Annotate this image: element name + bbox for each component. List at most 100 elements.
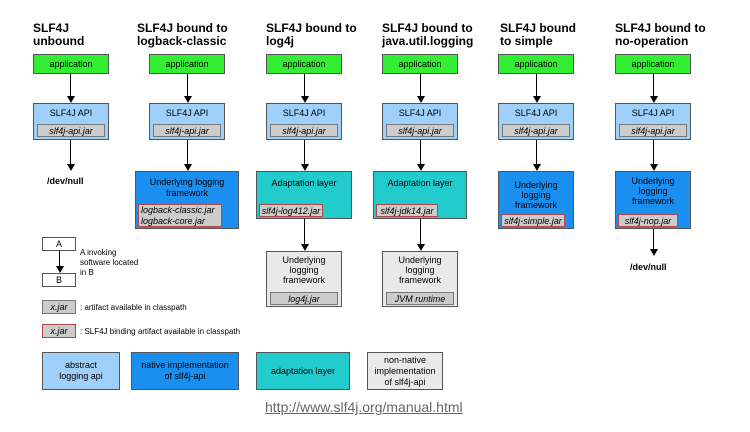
- legend-adaptation-box: adaptation layer: [256, 352, 350, 390]
- underlying-framework-box: Underlying logging framework log4j.jar: [266, 251, 342, 307]
- title-line-2: log4j: [266, 34, 295, 48]
- arrow-line: [187, 74, 188, 96]
- api-jar: slf4j-api.jar: [153, 124, 221, 137]
- framework-label-1: Underlying: [282, 255, 326, 265]
- title-line-2: unbound: [33, 34, 85, 48]
- legend-non-native-line-1: non-native: [383, 354, 427, 365]
- title-line-2: logback-classic: [137, 34, 227, 48]
- impl-jar: slf4j-nop.jar: [618, 214, 678, 227]
- framework-label-1: Underlying: [514, 180, 558, 190]
- arrow-line: [304, 74, 305, 96]
- application-box: application: [498, 54, 574, 74]
- arrowhead-icon: [650, 249, 658, 256]
- framework-label-3: framework: [282, 275, 325, 285]
- legend-invoke-text: A invoking software located in B: [80, 248, 138, 278]
- impl-jar-2: logback-core.jar: [141, 216, 206, 226]
- legend-binding-text: : SLF4J binding artifact available in cl…: [80, 327, 241, 336]
- title-line-1: SLF4J bound to: [615, 21, 706, 35]
- framework-label-1: Underlying: [631, 176, 675, 186]
- adapt-jar: slf4j-log412.jar: [259, 204, 323, 217]
- framework-label-2: logging: [405, 265, 435, 275]
- arrowhead-icon: [56, 266, 64, 273]
- arrow-line: [536, 74, 537, 96]
- slf4j-api-box: SLF4J API slf4j-api.jar: [382, 103, 458, 140]
- manual-link[interactable]: http://www.slf4j.org/manual.html: [265, 399, 463, 415]
- title-line-2: java.util.logging: [382, 34, 474, 48]
- legend-non-native-line-2: implementation: [374, 365, 436, 376]
- api-label: SLF4J API: [514, 108, 558, 118]
- arrowhead-icon: [650, 96, 658, 103]
- arrowhead-icon: [533, 96, 541, 103]
- arrow-line: [653, 229, 654, 249]
- legend-b-box: B: [42, 273, 76, 287]
- title-line-1: SLF4J bound: [500, 21, 576, 35]
- arrowhead-icon: [67, 164, 75, 171]
- api-jar: slf4j-api.jar: [386, 124, 454, 137]
- arrow-line: [304, 140, 305, 164]
- column-title: SLF4J bound to no-operation: [615, 22, 706, 48]
- adaptation-layer-box: Adaptation layer slf4j-log412.jar: [256, 171, 352, 219]
- arrowhead-icon: [301, 244, 309, 251]
- adaptation-layer-box: Adaptation layer slf4j-jdk14.jar: [373, 171, 467, 219]
- column-title: SLF4J bound to simple: [500, 22, 576, 48]
- adaptation-label: Adaptation layer: [271, 178, 337, 188]
- framework-label-2: logging: [289, 265, 319, 275]
- underlying-framework-box: Underlying logging framework slf4j-simpl…: [498, 171, 574, 229]
- framework-label-2: framework: [165, 188, 208, 198]
- arrowhead-icon: [301, 164, 309, 171]
- legend-abstract-box: abstract logging api: [42, 352, 120, 390]
- api-label: SLF4J API: [282, 108, 326, 118]
- adapt-jar: slf4j-jdk14.jar: [376, 204, 438, 217]
- application-box: application: [382, 54, 458, 74]
- title-line-1: SLF4J bound to: [382, 21, 473, 35]
- framework-label-1: Underlying logging: [149, 177, 225, 187]
- column-title: SLF4J bound to logback-classic: [137, 22, 228, 48]
- framework-label-3: framework: [631, 196, 674, 206]
- arrowhead-icon: [184, 96, 192, 103]
- legend-invoke-line-2: software located: [80, 258, 139, 267]
- api-label: SLF4J API: [398, 108, 442, 118]
- column-title: SLF4J unbound: [33, 22, 84, 48]
- arrowhead-icon: [184, 164, 192, 171]
- application-box: application: [615, 54, 691, 74]
- legend-arrow-line: [59, 251, 60, 266]
- application-box: application: [33, 54, 109, 74]
- framework-jar: JVM runtime: [386, 292, 454, 305]
- framework-label-3: framework: [398, 275, 441, 285]
- legend-native-line-2: of slf4j-api: [164, 371, 206, 381]
- arrowhead-icon: [417, 96, 425, 103]
- legend-abstract-line-1: abstract: [64, 360, 97, 370]
- arrow-line: [70, 140, 71, 164]
- impl-jar: slf4j-simple.jar: [501, 214, 565, 227]
- legend-non-native-line-3: of slf4j-api: [384, 376, 426, 387]
- framework-label-2: logging: [521, 190, 551, 200]
- slf4j-api-box: SLF4J API slf4j-api.jar: [33, 103, 109, 140]
- arrow-line: [420, 219, 421, 244]
- legend-native-box: native implementation of slf4j-api: [131, 352, 239, 390]
- slf4j-api-box: SLF4J API slf4j-api.jar: [615, 103, 691, 140]
- legend-adaptation-line: adaptation layer: [270, 365, 336, 376]
- column-title: SLF4J bound to java.util.logging: [382, 22, 473, 48]
- framework-label-1: Underlying: [398, 255, 442, 265]
- title-line-1: SLF4J bound to: [137, 21, 228, 35]
- arrowhead-icon: [417, 164, 425, 171]
- api-label: SLF4J API: [49, 108, 93, 118]
- arrow-line: [536, 140, 537, 164]
- arrow-line: [420, 140, 421, 164]
- api-jar: slf4j-api.jar: [37, 124, 105, 137]
- dev-null-label: /dev/null: [47, 176, 84, 186]
- api-label: SLF4J API: [631, 108, 675, 118]
- arrowhead-icon: [533, 164, 541, 171]
- slf4j-api-box: SLF4J API slf4j-api.jar: [266, 103, 342, 140]
- title-line-2: to simple: [500, 34, 553, 48]
- impl-jars: logback-classic.jar logback-core.jar: [138, 204, 222, 227]
- dev-null-label: /dev/null: [630, 262, 667, 272]
- title-line-1: SLF4J bound to: [266, 21, 357, 35]
- arrow-line: [70, 74, 71, 96]
- arrow-line: [304, 219, 305, 244]
- underlying-framework-box: Underlying logging framework logback-cla…: [135, 171, 239, 229]
- arrowhead-icon: [67, 96, 75, 103]
- legend-native-line-1: native implementation: [141, 360, 229, 370]
- column-title: SLF4J bound to log4j: [266, 22, 357, 48]
